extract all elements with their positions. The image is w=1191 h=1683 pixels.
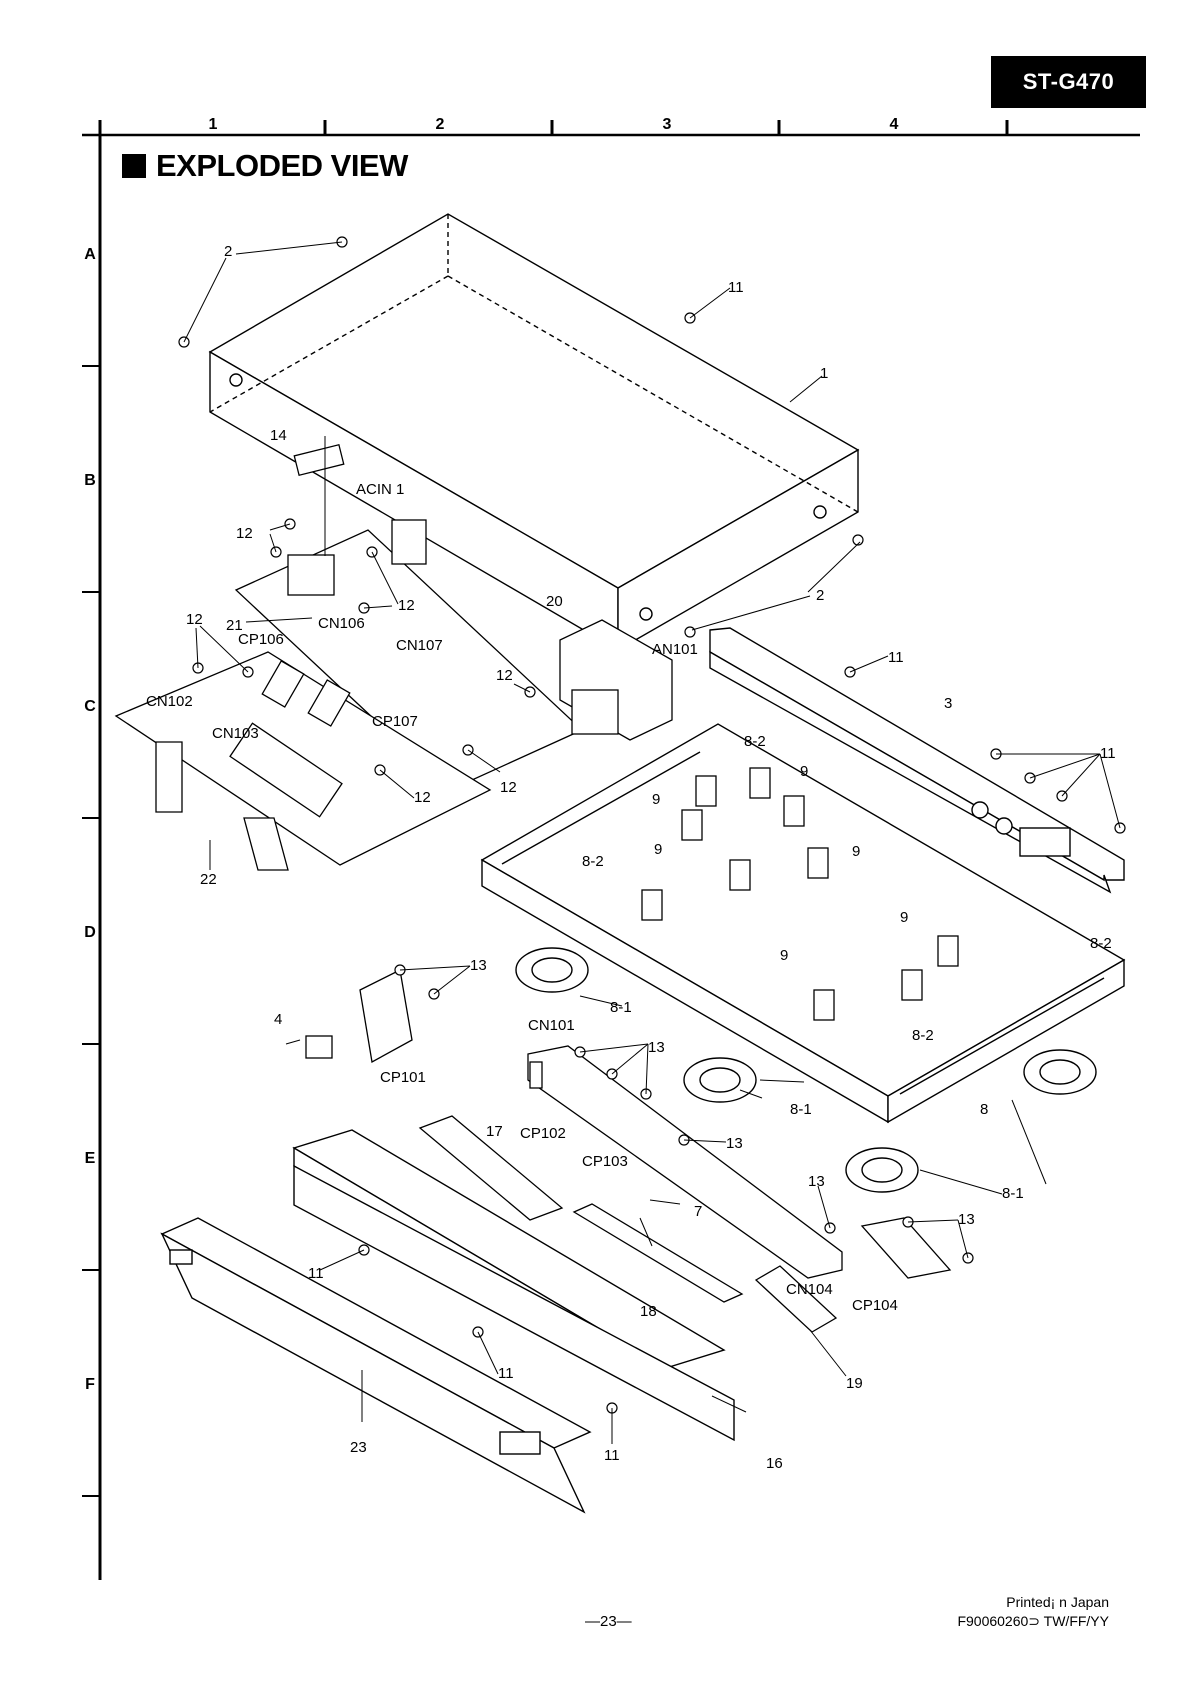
label-cn102: CN102 (146, 693, 193, 710)
label-part-8-1-b: 8-1 (790, 1101, 812, 1118)
label-part-9-e: 9 (900, 909, 908, 926)
front-bracket (292, 1129, 735, 1442)
label-part-11-front: 11 (308, 1265, 324, 1282)
front-panel (160, 1217, 592, 1514)
label-part-9-a: 9 (800, 763, 808, 780)
label-part-20: 20 (546, 593, 563, 610)
label-part-9-c: 9 (654, 841, 662, 858)
foot-pads (515, 947, 1097, 1193)
label-part-11-top: 11 (728, 279, 744, 296)
print-info: Printed¡ n Japan F90060260⊃ TW/FF/YY (957, 1593, 1109, 1631)
leader-lines (183, 241, 1121, 1444)
grid-column-1: 1 (208, 116, 218, 133)
label-part-11-bottom: 11 (498, 1365, 514, 1382)
label-part-13-d: 13 (808, 1173, 825, 1190)
label-part-8-1-c: 8-1 (1002, 1185, 1024, 1202)
grid-row-e: E (84, 1150, 96, 1167)
label-part-9-d: 9 (852, 843, 860, 860)
label-part-1: 1 (820, 365, 828, 382)
grid-column-3: 3 (662, 116, 672, 133)
grid-row-a: A (84, 246, 96, 263)
pc-supports (641, 767, 959, 1021)
switch-board (305, 969, 413, 1064)
label-part-8-2-a: 8-2 (744, 733, 766, 750)
grid-row-c: C (84, 698, 96, 715)
grid-column-4: 4 (889, 116, 899, 133)
label-part-11-right: 11 (1100, 745, 1116, 762)
label-part-22: 22 (200, 871, 217, 888)
model-number: ST-G470 (1022, 69, 1115, 94)
label-part-8-2-c: 8-2 (1090, 935, 1112, 952)
side-board (860, 1217, 952, 1279)
label-part-13-e: 13 (958, 1211, 975, 1228)
grid-row-f: F (85, 1376, 95, 1393)
label-part-12-a: 12 (236, 525, 253, 542)
label-part-8: 8 (980, 1101, 988, 1118)
label-part-12-b: 12 (398, 597, 415, 614)
label-part-3: 3 (944, 695, 952, 712)
model-tag: ST-G470 (991, 56, 1146, 108)
part-labels: 2 11 1 14 ACIN 1 12 12 2 20 21 CN106 12 … (146, 243, 1116, 1472)
grid-row-b: B (84, 472, 96, 489)
label-part-14: 14 (270, 427, 287, 444)
document-code: F90060260⊃ TW/FF/YY (957, 1613, 1109, 1629)
main-board (114, 651, 492, 871)
label-cp101: CP101 (380, 1069, 426, 1086)
chassis (480, 723, 1126, 1124)
label-acin1: ACIN 1 (356, 481, 404, 498)
label-part-13-c: 13 (726, 1135, 743, 1152)
label-part-2-top: 2 (224, 243, 232, 260)
label-cn104: CN104 (786, 1281, 833, 1298)
label-cp103: CP103 (582, 1153, 628, 1170)
label-part-16: 16 (766, 1455, 783, 1472)
label-part-23: 23 (350, 1439, 367, 1456)
printed-in: Printed¡ n Japan (1006, 1594, 1109, 1610)
label-an101: AN101 (652, 641, 698, 658)
label-cn107: CN107 (396, 637, 443, 654)
label-part-12-d: 12 (496, 667, 513, 684)
label-part-8-2-d: 8-2 (912, 1027, 934, 1044)
label-part-8-1-a: 8-1 (610, 999, 632, 1016)
page-number: —23— (585, 1613, 632, 1630)
label-cp102: CP102 (520, 1125, 566, 1142)
label-cp106: CP106 (238, 631, 284, 648)
front-board (527, 1045, 843, 1279)
label-part-2-side: 2 (816, 587, 824, 604)
label-part-19: 19 (846, 1375, 863, 1392)
label-part-9-f: 9 (780, 947, 788, 964)
label-part-11-rear: 11 (888, 649, 904, 666)
square-bullet-icon (122, 154, 146, 178)
label-part-17: 17 (486, 1123, 503, 1140)
label-part-21: 21 (226, 617, 243, 634)
label-part-4: 4 (274, 1011, 282, 1028)
label-part-8-2-b: 8-2 (582, 853, 604, 870)
label-part-13-b: 13 (648, 1039, 665, 1056)
grid-frame (82, 120, 1140, 1580)
label-cn106: CN106 (318, 615, 365, 632)
label-cn101: CN101 (528, 1017, 575, 1034)
label-part-9-b: 9 (652, 791, 660, 808)
grid-column-2: 2 (435, 116, 445, 133)
label-part-7: 7 (694, 1203, 702, 1220)
rear-panel (709, 627, 1125, 894)
label-cp107: CP107 (372, 713, 418, 730)
label-cp104: CP104 (852, 1297, 898, 1314)
label-part-12-f: 12 (500, 779, 517, 796)
dial-parts (418, 1115, 838, 1333)
label-part-12-e: 12 (414, 789, 431, 806)
label-part-11-low: 11 (604, 1447, 620, 1464)
label-part-18: 18 (640, 1303, 657, 1320)
label-part-13-a: 13 (470, 957, 487, 974)
label-part-12-c: 12 (186, 611, 203, 628)
antenna-terminal (559, 619, 673, 741)
label-cn103: CN103 (212, 725, 259, 742)
page-title-text: EXPLODED VIEW (156, 148, 408, 183)
top-cover (208, 213, 860, 652)
grid-row-d: D (84, 924, 96, 941)
page-title: EXPLODED VIEW (122, 148, 408, 184)
